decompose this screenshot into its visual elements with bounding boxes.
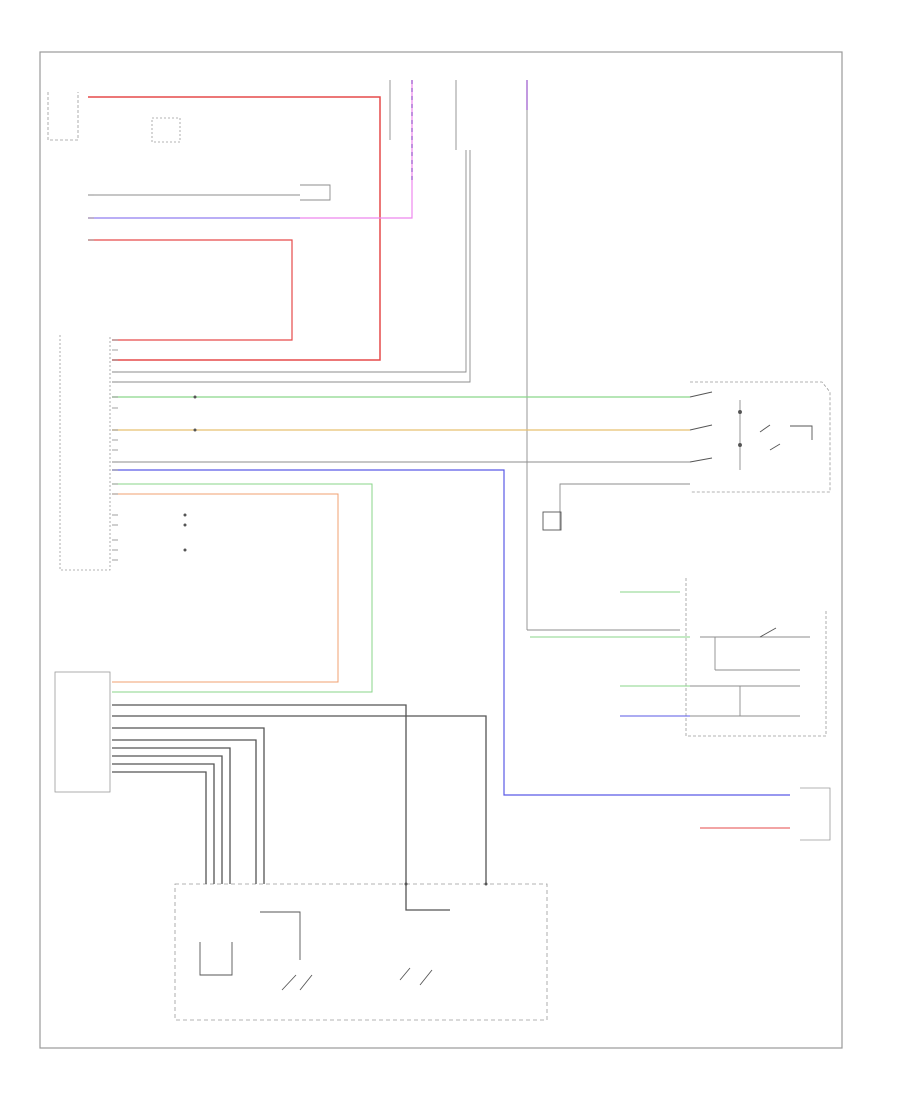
right-switch-assembly: [685, 578, 827, 737]
switch-symbols-right: [542, 391, 813, 638]
right-actuator-outline: [800, 787, 831, 841]
component-outlines: [47, 92, 831, 1021]
wire-orange: [112, 493, 339, 683]
top-left-module-outline: [47, 92, 79, 141]
bottom-assembly-outline: [174, 883, 548, 1021]
bottom-internals: [199, 911, 433, 991]
connector-ticks: [88, 194, 118, 561]
diagram-frame: [39, 51, 843, 1049]
bottom-wire-bundle: [112, 704, 487, 911]
gray-wires-top: [88, 80, 680, 631]
gray-wires-right: [112, 400, 810, 829]
wire-red-main: [88, 96, 381, 361]
main-module-outline: [59, 335, 111, 571]
switch-box: [151, 117, 181, 143]
wire-blue: [112, 469, 790, 796]
connector-dots: [183, 395, 488, 886]
right-top-frame: [690, 381, 831, 493]
wire-red-branch: [88, 239, 293, 341]
lower-left-module: [54, 671, 111, 793]
wire-green-lower: [112, 483, 373, 693]
wire-pink: [88, 80, 413, 219]
